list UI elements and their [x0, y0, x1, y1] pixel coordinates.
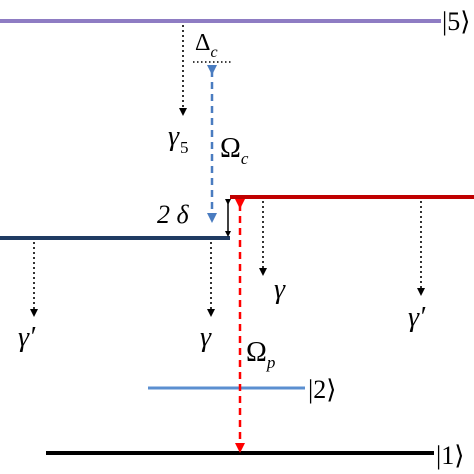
gamma-red-left-label: γ: [274, 274, 286, 305]
omega-p-label: Ωp: [246, 337, 275, 372]
ket-1-label: |1⟩: [436, 441, 464, 470]
gamma5-label: γ5: [168, 121, 189, 157]
omega-c-label: Ωc: [220, 133, 249, 168]
ket-2-label: |2⟩: [308, 375, 336, 404]
two-delta-label: 2 δ: [157, 200, 190, 229]
delta-c-label: Δc: [195, 30, 218, 61]
ket-5-label: |5⟩: [442, 7, 470, 36]
gamma-mid-label: γ: [200, 322, 212, 353]
gamma-prime-left-label: γ′: [18, 322, 36, 353]
gamma-prime-right-label: γ′: [408, 302, 426, 333]
